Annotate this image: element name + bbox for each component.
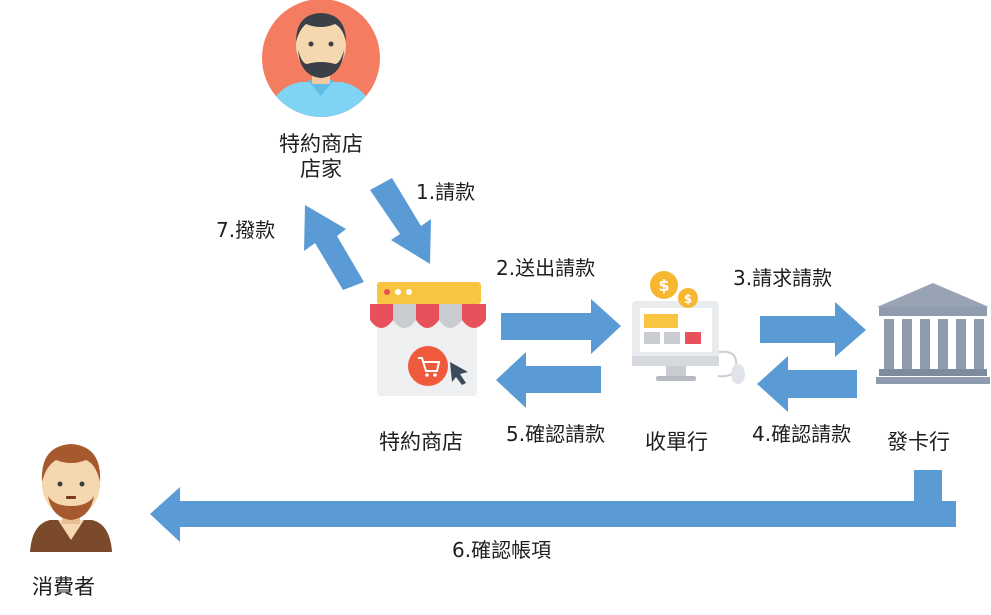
- acquirer-terminal-icon: $ $: [632, 271, 745, 384]
- arrow-step-1: [370, 178, 431, 264]
- consumer-label: 消費者: [32, 575, 95, 599]
- arrow-step-2: [501, 299, 621, 354]
- consumer-avatar: [30, 444, 112, 552]
- arrow-step-6: [150, 470, 956, 542]
- merchant-owner-label-line2: 店家: [300, 157, 342, 181]
- arrow-step-3: [760, 302, 866, 357]
- acquirer-label: 收單行: [645, 430, 708, 454]
- step-3-label: 3.請求請款: [733, 266, 833, 290]
- issuer-label: 發卡行: [887, 430, 950, 454]
- merchant-store-icon: [370, 282, 486, 396]
- step-2-label: 2.送出請款: [496, 256, 596, 280]
- step-1-label: 1.請款: [416, 180, 476, 204]
- merchant-store-label: 特約商店: [379, 430, 463, 454]
- merchant-owner-avatar: [262, 0, 380, 117]
- step-6-label: 6.確認帳項: [452, 538, 552, 562]
- merchant-owner-label: 特約商店 店家: [258, 132, 384, 182]
- flow-arrows: [150, 178, 956, 542]
- step-7-label: 7.撥款: [216, 218, 276, 242]
- svg-text:$: $: [684, 292, 692, 306]
- arrow-step-5: [496, 352, 601, 408]
- arrow-step-4: [757, 356, 857, 412]
- merchant-owner-label-line1: 特約商店: [279, 132, 363, 156]
- arrow-step-7: [304, 205, 364, 290]
- svg-text:$: $: [658, 276, 669, 295]
- step-5-label: 5.確認請款: [506, 422, 606, 446]
- step-4-label: 4.確認請款: [752, 422, 852, 446]
- issuer-bank-icon: [876, 283, 990, 384]
